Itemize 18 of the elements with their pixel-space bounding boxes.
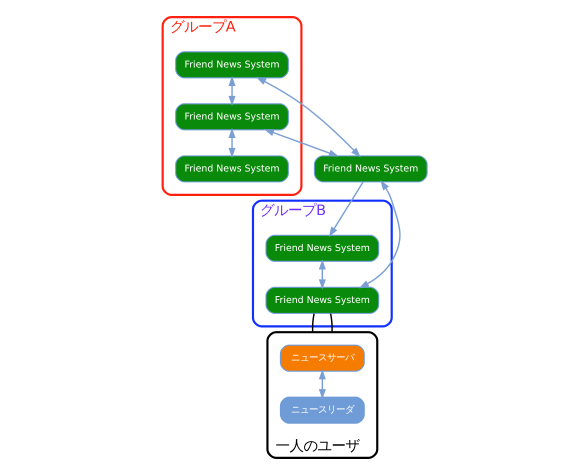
arrow: [264, 129, 339, 157]
node-box: ニュースサーバ: [280, 344, 365, 372]
arrow: [318, 369, 326, 400]
arrow: [328, 182, 364, 237]
node-box: Friend News System: [314, 155, 428, 182]
arrow: [228, 76, 236, 106]
node-box: Friend News System: [175, 155, 289, 182]
arrow: [358, 180, 401, 288]
connector: [330, 313, 333, 332]
arrow: [228, 128, 236, 158]
node-box: Friend News System: [175, 51, 289, 78]
node-box: Friend News System: [175, 103, 289, 130]
connector: [312, 313, 315, 332]
arrow: [318, 259, 326, 290]
arrow: [256, 76, 361, 158]
node-box: Friend News System: [265, 286, 380, 314]
node-box: ニュースリーダ: [280, 396, 365, 424]
node-box: Friend News System: [265, 234, 380, 262]
